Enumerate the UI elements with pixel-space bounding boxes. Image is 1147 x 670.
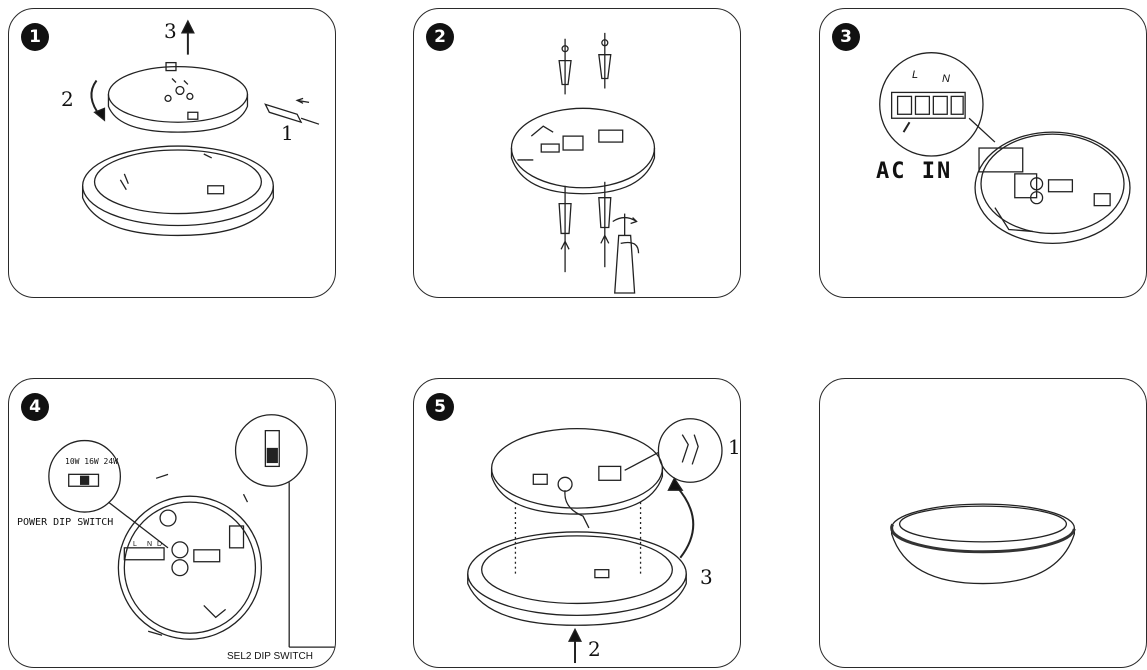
step-2-illustration <box>510 32 656 294</box>
step-4-illustration <box>48 414 335 648</box>
step-6-illustration <box>890 502 1076 585</box>
step-number-label: 2 <box>588 637 601 661</box>
step-badge: 3 <box>832 23 860 51</box>
live-terminal-label: L <box>912 69 919 81</box>
step-1-illustration <box>81 19 320 237</box>
wattage-options-label: 10W 16W 24W <box>65 457 118 466</box>
terminal-n-label: N <box>147 541 153 548</box>
step-4-panel: 4 10W 16W 24W POWER DIP SWITCH SEL2 DIP … <box>8 378 336 668</box>
step-3-panel: 3 L N AC IN <box>819 8 1147 298</box>
step-2-panel: 2 <box>413 8 741 298</box>
step-badge: 5 <box>426 393 454 421</box>
sel2-dip-switch-label: SEL2 DIP SWITCH <box>227 651 313 662</box>
step-5-panel: 5 1 3 2 <box>413 378 741 668</box>
step-badge: 2 <box>426 23 454 51</box>
step-badge: 1 <box>21 23 49 51</box>
neutral-terminal-label: N <box>942 73 950 85</box>
step-5-illustration <box>467 418 723 664</box>
ac-in-label: AC IN <box>876 159 953 184</box>
step-3-illustration <box>879 52 1131 245</box>
terminal-d-label: D <box>157 541 163 548</box>
step-1-panel: 1 3 2 1 <box>8 8 336 298</box>
step-number-label: 1 <box>728 435 741 459</box>
power-dip-switch-label: POWER DIP SWITCH <box>17 517 114 528</box>
terminal-l-label: L <box>133 541 137 548</box>
step-number-label: 2 <box>61 87 74 111</box>
step-6-panel <box>819 378 1147 668</box>
step-number-label: 1 <box>281 121 294 145</box>
step-badge: 4 <box>21 393 49 421</box>
step-number-label: 3 <box>700 565 713 589</box>
step-number-label: 3 <box>164 19 177 43</box>
